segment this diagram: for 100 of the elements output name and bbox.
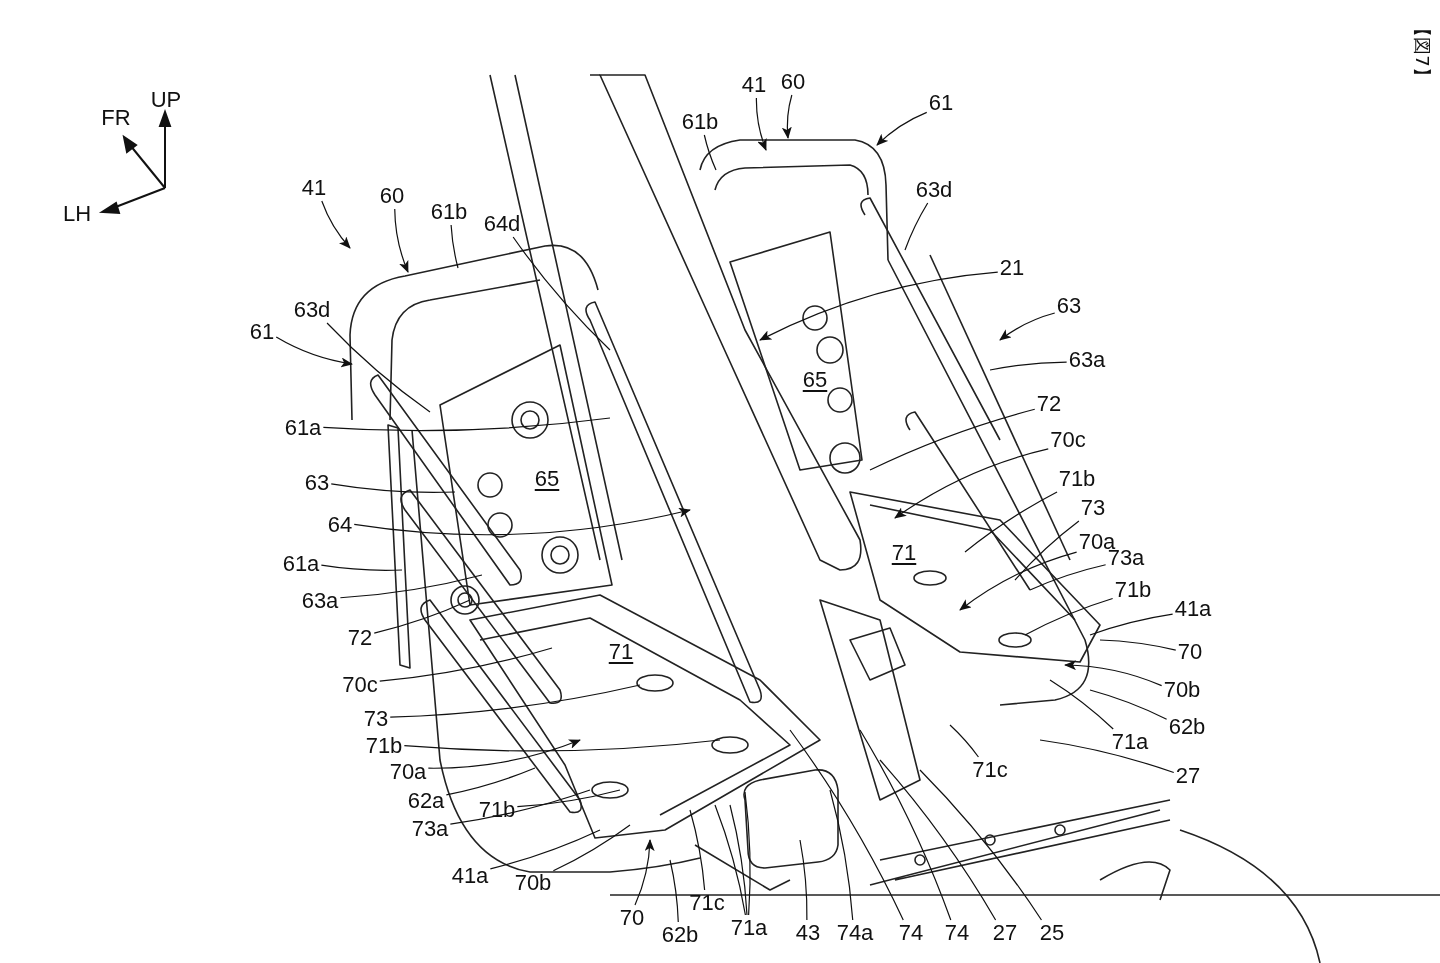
callout-number: 41 — [741, 74, 767, 96]
callout-number: 71b — [478, 799, 516, 821]
leader-line — [330, 483, 456, 493]
leader-line — [919, 769, 1043, 921]
callout-number: 21 — [999, 257, 1025, 279]
leader-line — [373, 599, 471, 634]
leader-line — [326, 322, 431, 413]
leader-line — [394, 208, 409, 273]
callout-number: 61a — [284, 417, 322, 439]
leader-line — [703, 134, 717, 171]
callout-number: 72 — [347, 627, 373, 649]
leader-line — [894, 448, 1049, 519]
leader-line — [759, 271, 999, 341]
callout-number: 43 — [795, 922, 821, 944]
leader-line — [322, 417, 611, 432]
callout-number: 61b — [430, 201, 468, 223]
callout-number: 62b — [1168, 716, 1206, 738]
callout-number: 62a — [407, 790, 445, 812]
callout-number: 27 — [992, 922, 1018, 944]
leader-line — [1039, 739, 1175, 774]
callout-number: 41 — [301, 177, 327, 199]
leader-line — [427, 739, 581, 769]
callout-number: 63a — [301, 590, 339, 612]
callout-number: 71a — [730, 917, 768, 939]
leader-line — [876, 111, 928, 146]
callout-number: 61a — [282, 553, 320, 575]
callout-number: 61 — [249, 321, 275, 343]
callout-number: 41a — [451, 865, 489, 887]
leader-line — [516, 789, 621, 808]
leader-line — [1024, 597, 1114, 636]
callout-number: 61b — [681, 111, 719, 133]
leader-line — [1064, 660, 1163, 687]
callout-number: 73a — [411, 818, 449, 840]
callout-number: 61 — [928, 92, 954, 114]
callout-number: 71c — [689, 892, 725, 914]
callout-number: 63d — [915, 179, 953, 201]
direction-label: LH — [62, 203, 92, 225]
callout-number: 74 — [898, 922, 924, 944]
direction-label: FR — [101, 107, 131, 129]
leader-line — [353, 507, 691, 536]
leader-line — [445, 767, 536, 796]
callout-number: 70a — [389, 761, 427, 783]
callout-number: 70c — [342, 674, 378, 696]
leader-line — [789, 729, 904, 921]
leader-line — [489, 829, 601, 870]
part-number: 65 — [802, 369, 828, 391]
callout-number: 27 — [1175, 765, 1201, 787]
leader-line — [959, 551, 1078, 611]
leader-line — [634, 839, 655, 906]
leader-line — [1049, 679, 1114, 730]
leader-line — [321, 200, 351, 249]
leader-line — [999, 312, 1056, 341]
leader-line — [450, 224, 459, 269]
callout-number: 71b — [1114, 579, 1152, 601]
leader-line — [275, 336, 353, 368]
part-number: 71 — [891, 542, 917, 564]
leader-line — [949, 724, 980, 758]
callout-number: 70 — [1177, 641, 1203, 663]
callout-number: 71b — [1058, 468, 1096, 490]
leader-line — [669, 859, 679, 923]
callout-number: 60 — [379, 185, 405, 207]
callout-number: 70b — [514, 872, 552, 894]
callout-number: 60 — [780, 71, 806, 93]
leader-line — [989, 361, 1068, 371]
callout-number: 63 — [304, 472, 330, 494]
callout-number: 64d — [483, 213, 521, 235]
callout-number: 74 — [944, 922, 970, 944]
leader-line — [829, 789, 854, 921]
leader-line — [1014, 520, 1080, 581]
leader-line — [869, 408, 1036, 471]
callout-number: 73 — [363, 708, 389, 730]
callout-number: 71b — [365, 735, 403, 757]
leader-line — [339, 574, 483, 599]
leader-line — [389, 684, 641, 718]
part-number: 65 — [534, 468, 560, 490]
callout-number: 71c — [972, 759, 1008, 781]
leader-line — [964, 491, 1058, 553]
callout-number: 73 — [1080, 497, 1106, 519]
part-number: 71 — [608, 641, 634, 663]
callout-number: 63 — [1056, 295, 1082, 317]
callout-number: 41a — [1174, 598, 1212, 620]
callout-number: 70 — [619, 907, 645, 929]
callout-number: 70c — [1050, 429, 1086, 451]
callout-number: 62b — [661, 924, 699, 946]
leader-line — [744, 791, 751, 916]
callout-number: 63d — [293, 299, 331, 321]
leader-line — [1099, 639, 1177, 651]
leader-line — [879, 759, 997, 921]
direction-label: UP — [150, 89, 182, 111]
leader-line — [1089, 613, 1174, 636]
leader-line — [552, 824, 631, 872]
leader-line — [782, 94, 793, 139]
leader-line — [379, 647, 553, 682]
leader-line — [1089, 689, 1168, 720]
leader-line — [714, 804, 746, 916]
callout-number: 71a — [1111, 731, 1149, 753]
leader-line — [904, 202, 929, 251]
leader-line — [403, 739, 721, 752]
callout-number: 64 — [327, 514, 353, 536]
leader-line — [689, 809, 706, 891]
